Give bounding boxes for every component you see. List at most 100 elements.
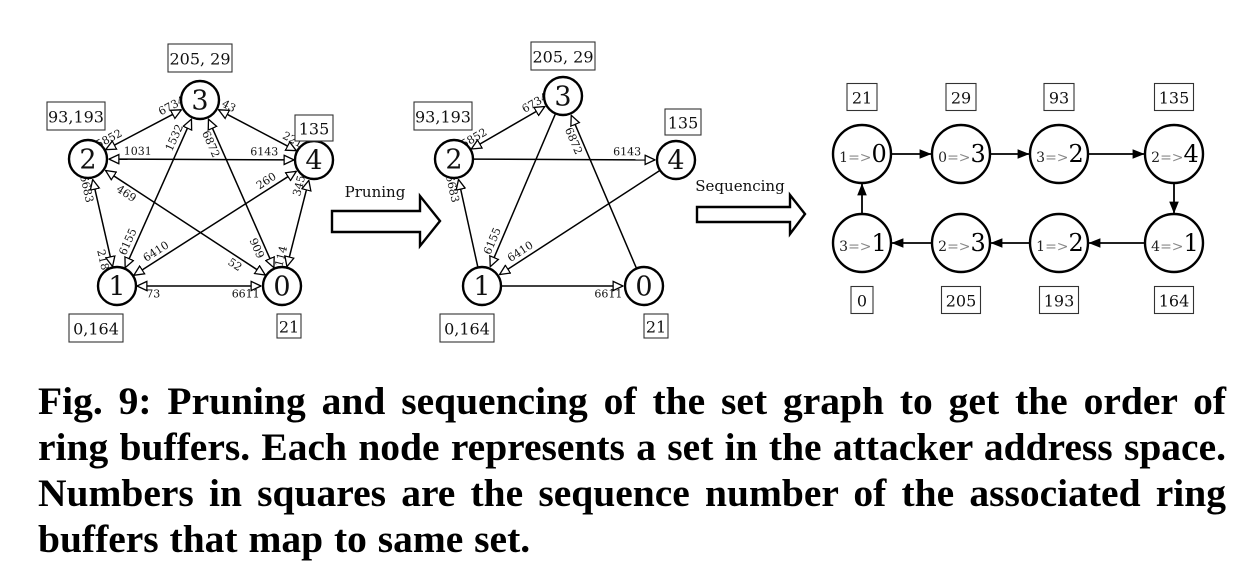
sequencing-arrow-shape: [695, 191, 807, 238]
box-rect: [940, 285, 982, 315]
edge-label-1-0: 6611: [594, 288, 622, 301]
edge-1-2: [459, 180, 479, 267]
box-rect: [945, 82, 977, 112]
sequence-box-2: 93,193: [413, 101, 473, 131]
sequence-node-0: 1=>0: [831, 123, 893, 185]
sequence-node-5: 1=>2: [1028, 212, 1090, 274]
box-label: 93,193: [415, 108, 471, 127]
sequence-node-2: 3=>2: [1028, 123, 1090, 185]
box-label: 93,193: [48, 108, 104, 127]
node-label: 0: [635, 272, 652, 303]
sequence-node-circle: [1143, 212, 1205, 274]
box-label: 164: [1159, 292, 1190, 311]
node-circle: [433, 138, 475, 180]
box-label: 205, 29: [169, 50, 230, 69]
box-rect: [68, 313, 124, 343]
sequence-node-circle: [831, 212, 893, 274]
box-rect: [664, 108, 702, 136]
sequence-box-0: 21: [276, 313, 302, 339]
sequence-node-label: 1=>0: [839, 140, 887, 168]
pruning-label: Pruning: [345, 183, 406, 201]
node-circle: [623, 265, 665, 307]
box-label: 135: [668, 114, 699, 133]
box-label: 205, 29: [532, 48, 593, 67]
node-1: 1: [461, 265, 503, 307]
sequencing-label: Sequencing: [695, 177, 785, 195]
box-label: 21: [279, 318, 299, 337]
sequence-node-circle: [930, 123, 992, 185]
box-rect: [439, 313, 495, 343]
edge-2-4: [473, 159, 655, 160]
box-rect: [46, 101, 106, 131]
box-label: 29: [951, 89, 971, 108]
box-label: 205: [946, 292, 977, 311]
edge-4-2: [109, 159, 294, 160]
edge-label-0-3: 6872: [199, 129, 222, 160]
node-label: 0: [273, 272, 290, 303]
edge-label-1-0: 6611: [232, 288, 260, 301]
node-circle: [542, 75, 584, 117]
box-label: 193: [1044, 292, 1075, 311]
node-label: 1: [473, 272, 490, 303]
box-rect: [850, 285, 874, 315]
edge-label-2-0: 52: [226, 255, 245, 274]
box-label: 21: [852, 89, 872, 108]
figure-caption: Fig. 9: Pruning and sequencing of the se…: [38, 379, 1226, 561]
sequence-node-label: 3=>1: [839, 229, 887, 257]
node-circle: [261, 265, 303, 307]
sequence-node-6: 2=>3: [930, 212, 992, 274]
node-label: 3: [554, 82, 571, 113]
node-label: 2: [445, 145, 462, 176]
pruning-arrow: Pruning: [330, 183, 442, 250]
box-label: 0: [857, 292, 867, 311]
box-rect: [413, 101, 473, 131]
edge-label-3-0: 909: [246, 236, 266, 260]
node-2: 2: [433, 138, 475, 180]
edge-4-1: [500, 170, 660, 275]
sequence-box-0: 21: [643, 313, 669, 339]
sequence-box-1: 29: [945, 82, 977, 112]
box-rect: [530, 41, 596, 71]
box-label: 21: [646, 318, 666, 337]
sequence-node-1: 0=>3: [930, 123, 992, 185]
node-4: 4: [655, 139, 697, 181]
sequence-box-0: 21: [846, 82, 878, 112]
node-circle: [179, 79, 221, 121]
sequence-node-label: 1=>2: [1036, 229, 1084, 257]
sequence-node-7: 3=>1: [831, 212, 893, 274]
edge-4-3: [219, 110, 297, 151]
sequence-node-label: 2=>3: [938, 229, 986, 257]
sequence-box-2: 93,193: [46, 101, 106, 131]
sequencing-arrow: Sequencing: [695, 177, 807, 238]
node-circle: [461, 265, 503, 307]
box-rect: [846, 82, 878, 112]
node-2: 2: [67, 138, 109, 180]
node-4: 4: [293, 139, 335, 181]
edge-label-1-4: 260: [254, 170, 279, 192]
sequence-node-3: 2=>4: [1143, 123, 1205, 185]
sequence-box-4: 164: [1153, 285, 1195, 315]
node-0: 0: [261, 265, 303, 307]
sequence-node-circle: [831, 123, 893, 185]
edge-3-1: [490, 114, 556, 266]
sequence-node-circle: [1143, 123, 1205, 185]
sequence-node-label: 4=>1: [1151, 229, 1199, 257]
pruning-arrow-shape: [330, 192, 442, 250]
node-label: 4: [667, 146, 684, 177]
node-label: 2: [79, 145, 96, 176]
sequence-box-1: 0,164: [439, 313, 495, 343]
sequence-box-4: 135: [294, 114, 334, 142]
edge-label-1-2: 6683: [77, 174, 96, 204]
sequence-node-circle: [930, 212, 992, 274]
edge-label-4-2: 1031: [124, 145, 152, 158]
edge-label-2-4: 6143: [250, 145, 278, 158]
sequence-box-2: 93: [1043, 82, 1075, 112]
edge-label-0-1: 73: [146, 288, 160, 301]
sequence-box-3: 135: [1153, 82, 1195, 112]
node-circle: [655, 139, 697, 181]
sequence-node-label: 0=>3: [938, 140, 986, 168]
sequence-box-5: 193: [1038, 285, 1080, 315]
node-label: 1: [108, 272, 125, 303]
